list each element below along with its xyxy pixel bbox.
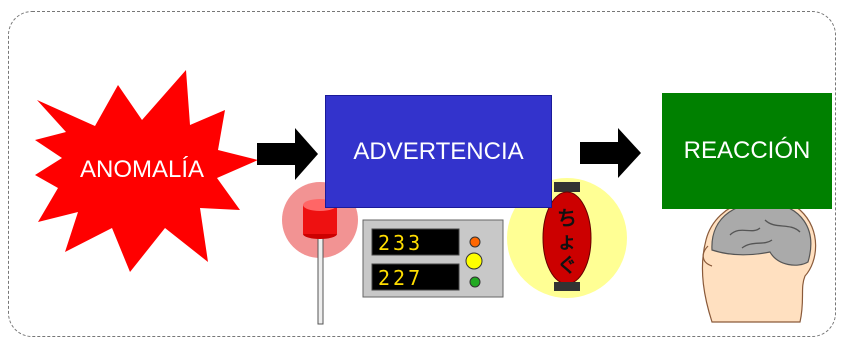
arrow-right-icon-2 bbox=[580, 128, 641, 178]
lantern-glyph-1: ち bbox=[557, 206, 577, 230]
reaccion-label: REACCIÓN bbox=[683, 137, 811, 164]
advertencia-box: ADVERTENCIA bbox=[325, 95, 552, 208]
meter-display-top: 233 bbox=[378, 231, 423, 255]
advertencia-label: ADVERTENCIA bbox=[353, 137, 524, 165]
anomalia-starburst bbox=[35, 70, 258, 272]
lantern-icon: ち ょ ぐ bbox=[507, 178, 627, 298]
anomalia-label: ANOMALÍA bbox=[79, 156, 205, 183]
diagram-frame bbox=[8, 11, 836, 337]
arrow-right-icon-1 bbox=[257, 128, 318, 180]
head-brain-icon bbox=[701, 197, 817, 323]
meter-display-bottom: 227 bbox=[378, 266, 423, 290]
meter-panel-icon bbox=[362, 219, 504, 298]
lantern-glyph-2: ょ bbox=[557, 229, 577, 253]
reaccion-box: REACCIÓN bbox=[662, 93, 832, 209]
lantern-glyph-3: ぐ bbox=[557, 253, 577, 277]
